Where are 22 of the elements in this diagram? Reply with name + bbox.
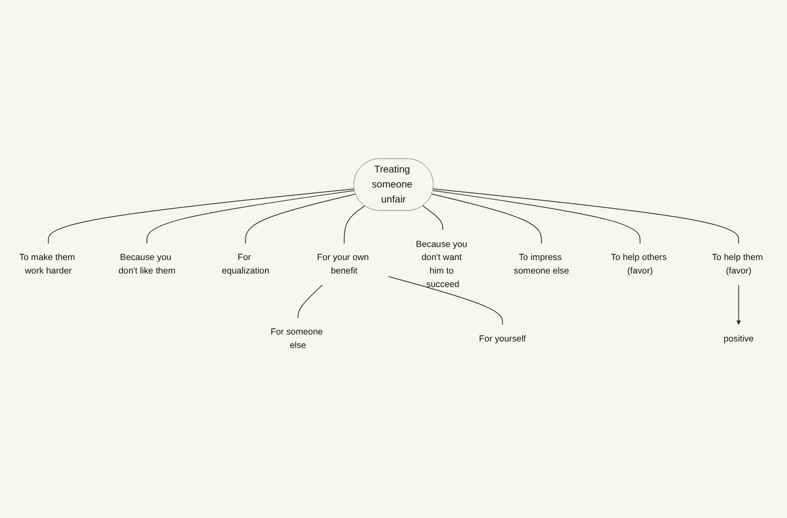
node-text: For equalization [222,252,270,276]
connector [388,276,503,325]
connector [344,205,366,244]
connector [245,194,356,244]
node-text: To impress someone else [514,252,570,276]
connector [431,194,542,244]
arrow [736,284,741,325]
node-text: To help them (favor) [712,252,763,276]
connector [432,188,740,244]
node-text: positive [724,333,754,344]
connector [432,190,640,244]
node-text: To make them work harder [19,252,75,276]
node-text: Because you don't like them [118,252,176,276]
connector [422,205,444,231]
node-text: To help others (favor) [610,252,667,276]
connector [48,188,355,244]
node-text: For yourself [479,333,526,344]
connector [146,190,355,244]
node-text: Because you don't want him to succeed [416,239,468,289]
node-text: For your own benefit [317,252,369,276]
node-text: For someone else [270,326,323,350]
connector [298,284,323,318]
